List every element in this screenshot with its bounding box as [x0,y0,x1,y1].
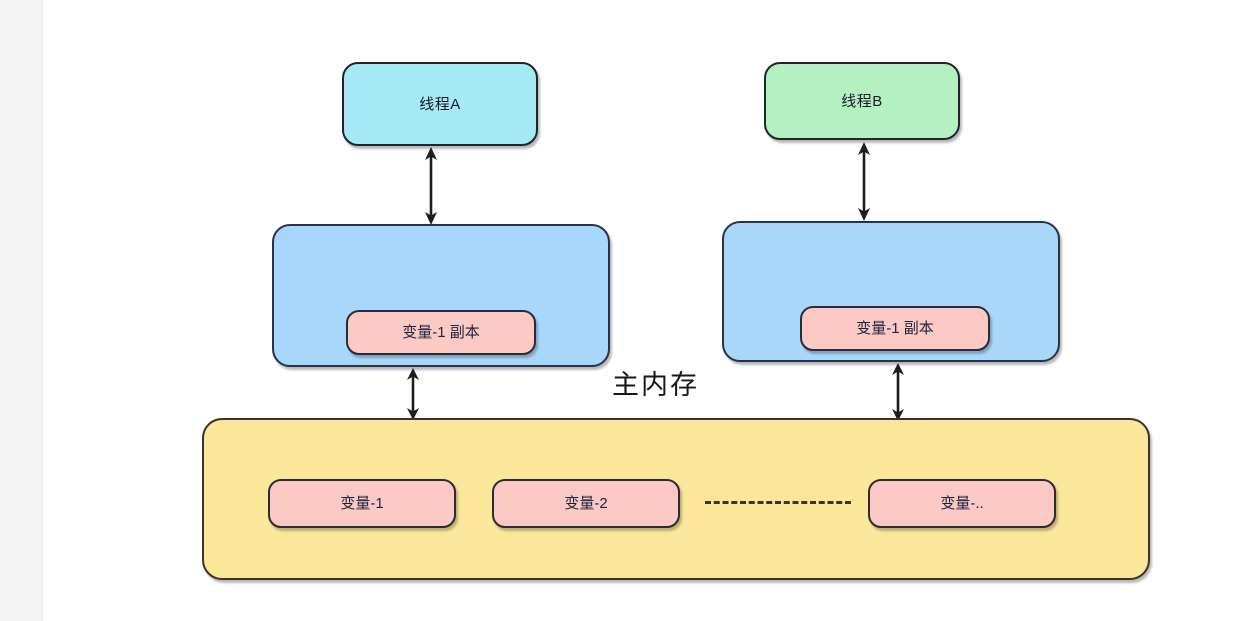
variable-chip-1-label: 变量-1 [340,495,384,512]
thread-a-label: 线程A [419,95,461,113]
thread-a-box: 线程A [342,62,538,146]
variable-copy-chip-left-label: 变量-1 副本 [402,324,480,341]
thread-b-box: 线程B [764,62,960,140]
left-gutter-strip [0,0,42,621]
thread-b-label: 线程B [841,92,883,110]
variable-copy-chip-left: 变量-1 副本 [346,310,536,355]
variable-copy-chip-right-label: 变量-1 副本 [856,320,934,337]
arrow-thread-a-to-local-memory-left [414,146,448,231]
variable-copy-chip-right: 变量-1 副本 [800,306,990,351]
arrow-thread-b-to-local-memory-right [847,141,881,227]
variables-ellipsis-separator [705,501,851,504]
arrow-local-memory-left-to-main-memory [396,367,430,426]
variable-chip-n: 变量-.. [868,479,1056,528]
arrow-local-memory-right-to-main-memory [881,362,915,427]
variable-chip-n-label: 变量-.. [940,495,984,512]
variable-chip-1: 变量-1 [268,479,456,528]
main-memory-caption: 主内存 [612,370,699,400]
variable-chip-2-label: 变量-2 [564,495,608,512]
variable-chip-2: 变量-2 [492,479,680,528]
left-gutter-divider [42,0,43,621]
